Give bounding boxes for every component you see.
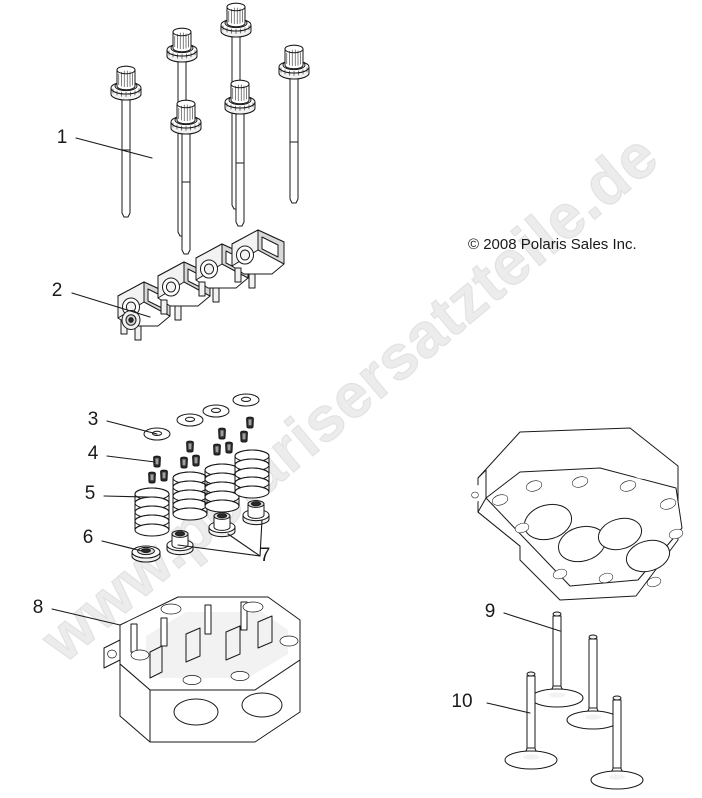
valve: [590, 695, 644, 790]
leader-7-branch-c: [259, 519, 263, 557]
bolt-bosses: [130, 601, 299, 685]
callout-number-8: 8: [33, 597, 44, 618]
rocker-arm-assembly: [117, 229, 285, 341]
head-bolt: [224, 79, 256, 227]
head-bolt: [170, 99, 202, 255]
deck-bolt-holes: [491, 476, 684, 588]
leader-line-valve-spring: [103, 495, 149, 498]
valve: [504, 671, 558, 770]
leader-line-rocker-arm-assembly: [71, 292, 151, 318]
head-bolt: [278, 44, 310, 204]
leader-line-cylinder-head: [51, 608, 121, 626]
valve-stem-posts: [130, 601, 273, 679]
leader-line-cylinder-head-bolt: [75, 137, 153, 159]
valve: [530, 611, 584, 708]
callout-number-10: 10: [451, 691, 472, 712]
valves-group: [504, 611, 644, 790]
leader-line-intake-valve: [503, 612, 561, 632]
callout-number-9: 9: [485, 601, 496, 622]
callout-number-7: 7: [260, 545, 271, 566]
copyright-notice: © 2008 Polaris Sales Inc.: [468, 236, 637, 253]
callout-number-1: 1: [57, 127, 68, 148]
leader-line-valve-spring-retainer: [106, 420, 158, 435]
head-ports: [168, 692, 283, 726]
callout-number-5: 5: [85, 483, 96, 504]
head-bolts-group: [110, 2, 310, 255]
callout-number-4: 4: [88, 443, 99, 464]
callout-number-6: 6: [83, 527, 94, 548]
leader-7-branch-b: [227, 533, 261, 557]
callout-number-2: 2: [52, 280, 63, 301]
valve: [566, 634, 620, 730]
cylinder-head-inverted: [470, 427, 684, 601]
head-port-openings: [580, 437, 666, 479]
leader-line-valve-keeper-collet: [106, 455, 156, 463]
valve-seats: [523, 503, 671, 573]
leader-line-valve-spring-seat: [101, 540, 143, 552]
valve-spring: [134, 487, 170, 537]
callout-number-3: 3: [88, 409, 99, 430]
valve-spring: [234, 449, 270, 499]
leader-line-exhaust-valve: [486, 702, 531, 714]
leader-line-valve-stem-seal: [177, 544, 261, 557]
valve-springs-group: [134, 449, 270, 537]
cylinder-head-assembled: [103, 596, 301, 743]
